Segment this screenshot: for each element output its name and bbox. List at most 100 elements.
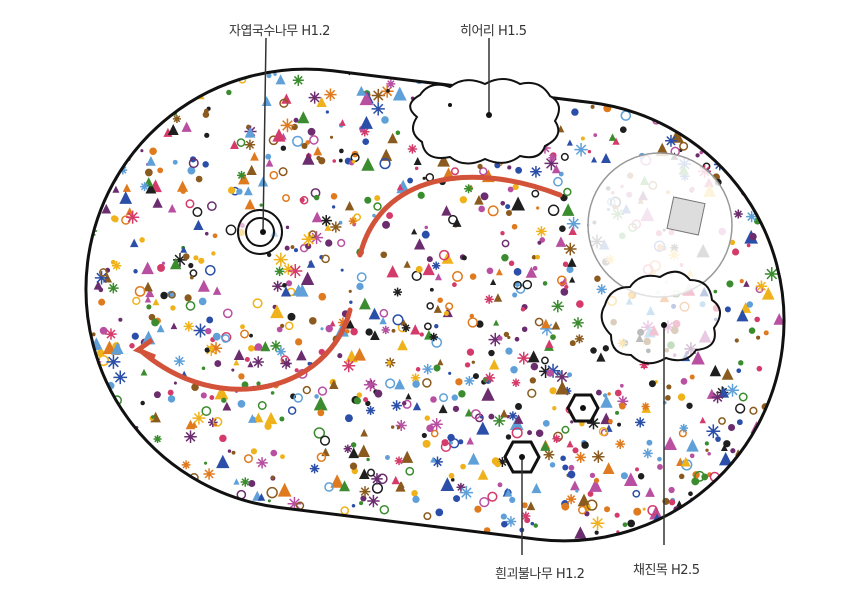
flower-mark xyxy=(276,55,285,64)
flower-mark xyxy=(271,510,276,515)
flower-mark xyxy=(366,405,376,416)
flower-mark xyxy=(377,473,388,485)
flower-mark xyxy=(313,194,320,201)
flower-mark xyxy=(562,261,569,268)
flower-mark xyxy=(97,456,104,463)
flower-mark xyxy=(452,405,460,412)
flower-mark xyxy=(422,262,435,276)
flower-mark xyxy=(744,138,750,144)
flower-mark xyxy=(361,54,367,60)
flower-mark xyxy=(345,319,355,329)
marker-dots xyxy=(260,103,667,460)
flower-mark xyxy=(146,304,152,310)
flower-mark xyxy=(280,145,287,151)
flower-mark xyxy=(118,137,128,147)
flower-mark xyxy=(764,465,770,470)
flower-mark xyxy=(522,279,533,290)
flower-mark xyxy=(371,88,385,103)
flower-mark xyxy=(593,477,600,484)
flower-mark xyxy=(227,186,236,194)
flower-mark xyxy=(445,302,454,311)
flower-mark xyxy=(471,360,475,364)
flower-mark xyxy=(212,416,223,427)
flower-mark xyxy=(204,347,210,353)
flower-mark xyxy=(678,473,685,480)
flower-mark xyxy=(539,364,553,378)
flower-mark xyxy=(763,455,774,466)
flower-mark xyxy=(755,202,762,209)
flower-mark xyxy=(464,184,474,194)
flower-mark xyxy=(216,454,230,469)
flower-mark xyxy=(726,548,732,555)
flower-mark xyxy=(356,85,367,96)
flower-mark xyxy=(201,366,206,371)
flower-mark xyxy=(250,448,258,455)
flower-mark xyxy=(343,444,353,454)
flower-mark xyxy=(76,512,84,519)
flower-mark xyxy=(314,394,319,399)
flower-mark xyxy=(744,153,758,167)
flower-mark xyxy=(549,387,557,395)
flower-mark xyxy=(542,419,550,427)
flower-mark xyxy=(243,454,253,464)
flower-mark xyxy=(269,538,278,547)
flower-mark xyxy=(266,542,279,555)
flower-mark xyxy=(771,159,784,173)
flower-mark xyxy=(279,416,285,422)
flower-mark xyxy=(628,64,632,68)
flower-mark xyxy=(487,205,499,217)
flower-mark xyxy=(359,297,371,310)
flower-mark xyxy=(570,480,580,491)
flower-mark xyxy=(140,368,148,376)
flower-mark xyxy=(620,383,624,388)
flower-mark xyxy=(341,537,347,543)
flower-mark xyxy=(513,280,522,290)
flower-mark xyxy=(494,461,501,468)
flower-mark xyxy=(125,433,136,444)
flower-mark xyxy=(500,201,506,206)
flower-mark xyxy=(551,164,561,174)
flower-mark xyxy=(400,535,410,545)
flower-mark xyxy=(527,388,537,398)
flower-mark xyxy=(267,499,271,503)
flower-mark xyxy=(575,452,587,463)
flower-mark xyxy=(694,470,705,482)
flower-mark xyxy=(108,71,123,85)
flower-mark xyxy=(561,203,575,216)
flower-mark xyxy=(620,472,628,480)
flower-mark xyxy=(306,259,316,268)
flower-mark xyxy=(174,72,181,78)
flower-mark xyxy=(574,526,587,539)
flower-mark xyxy=(90,543,105,558)
flower-mark xyxy=(168,291,176,299)
flower-mark xyxy=(386,265,399,278)
flower-mark xyxy=(693,513,699,520)
flower-mark xyxy=(437,358,444,366)
flower-mark xyxy=(84,355,89,360)
flower-mark xyxy=(616,69,621,74)
flower-mark xyxy=(488,349,495,357)
flower-mark xyxy=(577,68,584,74)
flower-mark xyxy=(430,396,437,403)
flower-mark xyxy=(536,226,547,237)
flower-mark xyxy=(431,337,443,348)
flower-mark xyxy=(302,152,315,165)
flower-mark xyxy=(413,238,426,250)
flower-mark xyxy=(587,149,592,154)
flower-mark xyxy=(401,323,411,333)
flower-mark xyxy=(543,449,555,461)
flower-mark xyxy=(99,408,110,419)
flower-mark xyxy=(635,417,646,428)
flower-mark xyxy=(320,214,332,227)
flower-mark xyxy=(458,439,464,445)
flower-mark xyxy=(206,316,214,324)
flower-mark xyxy=(477,469,489,480)
flower-mark xyxy=(723,63,731,71)
flower-mark xyxy=(368,307,381,320)
flower-mark xyxy=(258,547,273,562)
flower-mark xyxy=(747,491,756,500)
flower-mark xyxy=(745,469,758,482)
flower-mark xyxy=(746,243,751,248)
flower-mark xyxy=(671,518,682,529)
flower-mark xyxy=(720,444,728,452)
